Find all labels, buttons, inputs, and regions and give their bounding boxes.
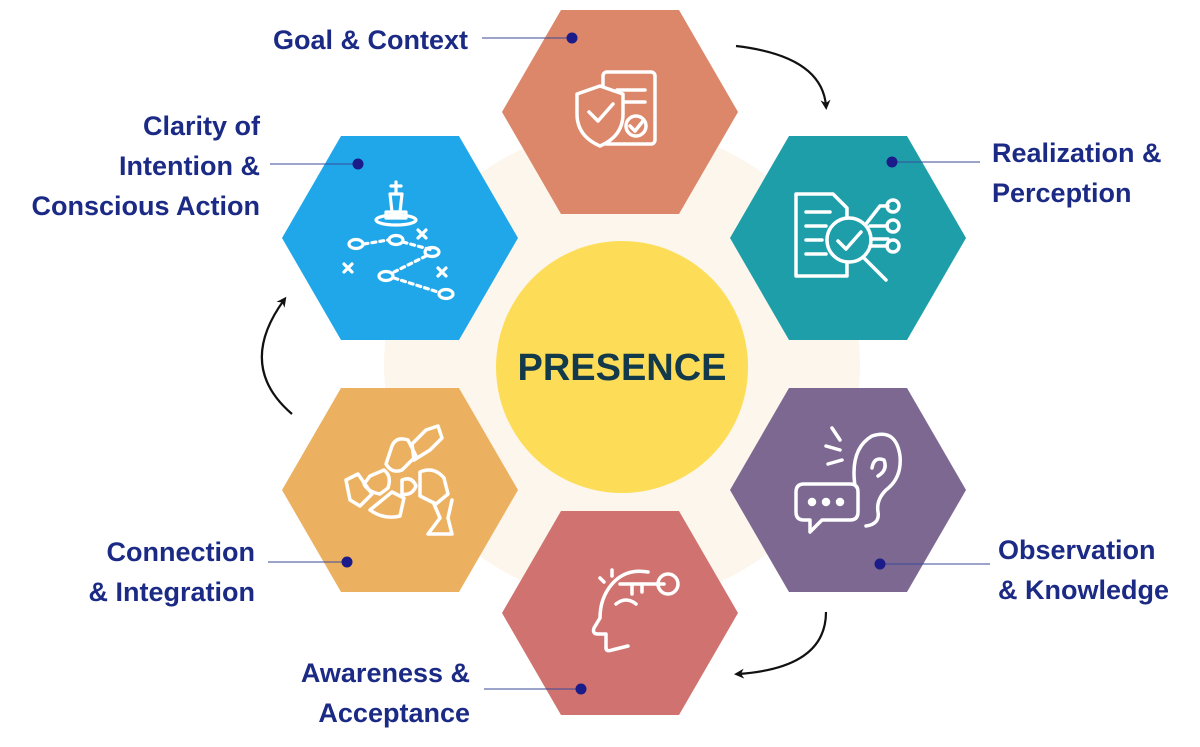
arrow-goal-to-realization <box>735 44 831 110</box>
hexagon-awareness <box>502 511 738 715</box>
label-observation: Observation & Knowledge <box>998 530 1169 610</box>
connectors <box>268 37 990 690</box>
flow-arrows <box>260 44 831 679</box>
label-realization-line-1: Realization & <box>992 138 1162 168</box>
label-connection: Connection & Integration <box>89 532 256 612</box>
label-awareness-line-1: Awareness & <box>300 658 470 688</box>
document-magnifier-check-icon <box>794 192 901 282</box>
label-clarity-line-2: Intention & <box>119 151 260 181</box>
shield-document-icon <box>575 70 657 148</box>
dot-goal <box>566 32 578 44</box>
label-observation-line-1: Observation <box>998 535 1156 565</box>
chess-strategy-icon <box>342 180 455 301</box>
head-key-icon <box>591 568 680 653</box>
dot-connection <box>341 556 353 568</box>
label-clarity: Clarity of Intention & Conscious Action <box>31 106 260 226</box>
label-goal: Goal & Context <box>273 20 468 60</box>
center-circle <box>496 241 748 493</box>
label-realization-line-2: Perception <box>992 178 1132 208</box>
label-awareness-line-2: Acceptance <box>318 698 470 728</box>
label-awareness: Awareness & Acceptance <box>301 653 470 733</box>
label-clarity-line-3: Conscious Action <box>31 191 260 221</box>
label-connection-line-1: Connection <box>106 537 256 567</box>
dot-realization <box>886 156 898 168</box>
arrow-observation-to-awareness <box>734 611 828 679</box>
center-label: PRESENCE <box>517 347 726 389</box>
arrow-connection-to-clarity <box>260 296 293 415</box>
label-clarity-line-1: Clarity of <box>142 111 260 141</box>
hexagon-connection <box>282 388 518 592</box>
label-observation-line-2: & Knowledge <box>998 575 1170 605</box>
connector-dots <box>341 32 898 695</box>
label-connection-line-2: & Integration <box>88 577 256 607</box>
ear-speech-bubble-icon <box>794 426 902 534</box>
dot-observation <box>874 558 886 570</box>
dot-awareness <box>575 683 587 695</box>
label-realization: Realization & Perception <box>992 133 1162 213</box>
label-goal-line-1: Goal & Context <box>272 25 468 55</box>
hands-puzzle-icon <box>344 424 454 536</box>
dot-clarity <box>352 158 364 170</box>
